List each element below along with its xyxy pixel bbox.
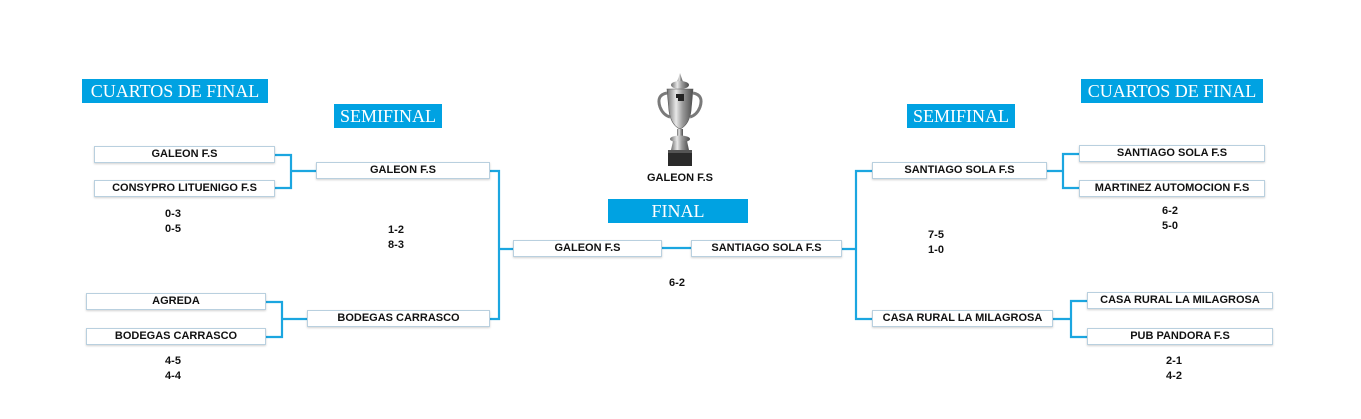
connector-left-qf-bottom — [266, 300, 307, 339]
right-qf-bottom-team1: CASA RURAL LA MILAGROSA — [1087, 292, 1273, 309]
left-qf-top-team2: CONSYPRO LITUENIGO F.S — [94, 180, 275, 197]
right-semi-team2: CASA RURAL LA MILAGROSA — [872, 310, 1053, 327]
right-qf-top-team1: SANTIAGO SOLA F.S — [1079, 145, 1265, 162]
connector-right-qf-bottom — [1053, 299, 1087, 339]
right-qf-top-score1: 6-2 — [1162, 205, 1178, 217]
left-qf-bottom-team2: BODEGAS CARRASCO — [86, 328, 266, 345]
left-qf-top-team1: GALEON F.S — [94, 146, 275, 163]
final-team2: SANTIAGO SOLA F.S — [691, 240, 842, 257]
heading-final: FINAL — [608, 199, 748, 223]
left-semi-score1: 1-2 — [388, 224, 404, 236]
final-score: 6-2 — [669, 277, 685, 289]
left-qf-bottom-score1: 4-5 — [165, 355, 181, 367]
right-qf-bottom-score2: 4-2 — [1166, 370, 1182, 382]
right-semi-score2: 1-0 — [928, 244, 944, 256]
left-semi-score2: 8-3 — [388, 239, 404, 251]
heading-semis-left: SEMIFINAL — [334, 104, 442, 128]
right-qf-bottom-score1: 2-1 — [1166, 355, 1182, 367]
left-qf-top-score1: 0-3 — [165, 208, 181, 220]
heading-quarters-right: CUARTOS DE FINAL — [1081, 79, 1263, 103]
right-qf-top-score2: 5-0 — [1162, 220, 1178, 232]
right-semi-team1: SANTIAGO SOLA F.S — [872, 162, 1047, 179]
connector-left-semis — [490, 169, 513, 321]
right-qf-top-team2: MARTINEZ AUTOMOCION F.S — [1079, 180, 1265, 197]
connector-right-qf-top — [1047, 152, 1079, 190]
trophy-icon — [657, 73, 703, 166]
final-team1: GALEON F.S — [513, 240, 662, 257]
left-semi-team1: GALEON F.S — [316, 162, 490, 179]
heading-semis-right: SEMIFINAL — [907, 104, 1015, 128]
right-qf-bottom-team2: PUB PANDORA F.S — [1087, 328, 1273, 345]
heading-quarters-left: CUARTOS DE FINAL — [82, 79, 268, 103]
connector-left-qf-top — [275, 153, 316, 190]
left-qf-top-score2: 0-5 — [165, 223, 181, 235]
connector-right-semis — [842, 169, 872, 321]
left-qf-bottom-score2: 4-4 — [165, 370, 181, 382]
left-semi-team2: BODEGAS CARRASCO — [307, 310, 490, 327]
right-semi-score1: 7-5 — [928, 229, 944, 241]
champion-label: GALEON F.S — [646, 172, 713, 184]
left-qf-bottom-team1: AGREDA — [86, 293, 266, 310]
